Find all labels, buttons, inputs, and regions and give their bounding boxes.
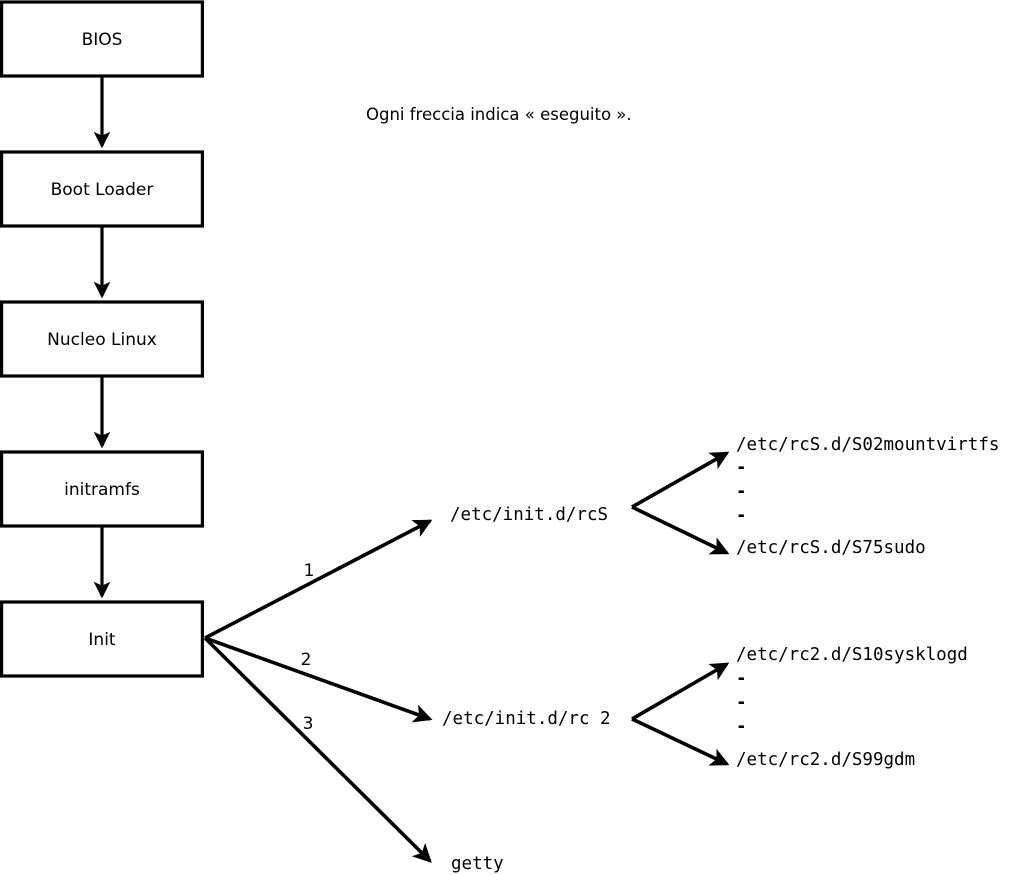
box-init: Init [0, 600, 205, 678]
label-rcs-last-script: /etc/rcS.d/S75sudo [736, 538, 926, 558]
arrow-rcs-to-first-script [631, 451, 730, 509]
arrow-rcs-to-last-script [631, 505, 730, 555]
rc2-ellipsis-dash-2: - [736, 693, 747, 713]
edge-number-2: 2 [301, 650, 312, 670]
arrow-rc2-to-first-script [631, 662, 730, 721]
box-boot-loader: Boot Loader [0, 150, 205, 228]
box-nucleo-linux: Nucleo Linux [0, 300, 205, 378]
label-rc2-first-script: /etc/rc2.d/S10sysklogd [736, 645, 968, 665]
box-bios: BIOS [0, 0, 205, 78]
edge-number-1: 1 [304, 561, 315, 581]
label-etc-init-d-rcs: /etc/init.d/rcS [450, 505, 608, 525]
arrow-init-to-rcs [204, 519, 433, 640]
rcs-ellipsis-dash-2: - [736, 482, 747, 502]
box-init-rect [0, 600, 205, 678]
box-bios-label: BIOS [82, 30, 123, 50]
arrow-init-to-getty [203, 636, 432, 863]
label-rc2-last-script: /etc/rc2.d/S99gdm [736, 750, 915, 770]
box-init-label: Init [88, 630, 116, 650]
box-bios-rect [0, 0, 205, 78]
diagram-caption: Ogni freccia indica « eseguito ». [366, 105, 632, 124]
edge-number-3: 3 [303, 714, 314, 734]
rcs-ellipsis-dash-1: - [736, 458, 747, 478]
arrow-rc2-to-last-script [631, 717, 730, 766]
box-initramfs-rect [0, 450, 205, 528]
box-nucleo-linux-rect [0, 300, 205, 378]
box-boot-loader-label: Boot Loader [51, 180, 154, 200]
label-getty: getty [451, 854, 504, 874]
box-nucleo-linux-label: Nucleo Linux [47, 330, 157, 350]
rc2-ellipsis-dash-1: - [736, 669, 747, 689]
label-rcs-first-script: /etc/rcS.d/S02mountvirtfs [736, 435, 999, 455]
arrow-init-to-rc2 [204, 636, 433, 723]
rc2-ellipsis-dash-3: - [736, 717, 747, 737]
box-initramfs-label: initramfs [64, 480, 140, 500]
rcs-ellipsis-dash-3: - [736, 506, 747, 526]
box-initramfs: initramfs [0, 450, 205, 528]
box-boot-loader-rect [0, 150, 205, 228]
label-etc-init-d-rc-2: /etc/init.d/rc 2 [442, 709, 611, 729]
